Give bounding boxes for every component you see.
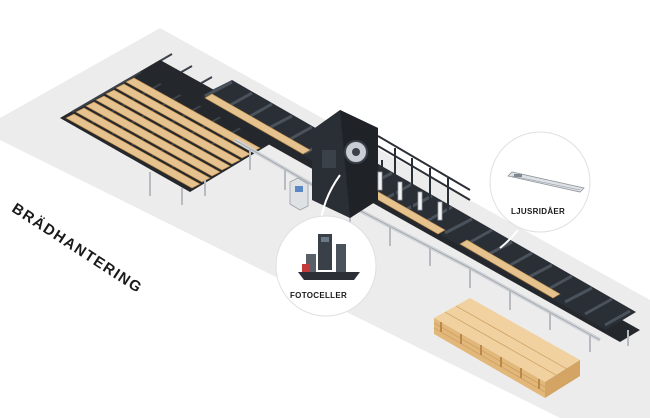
light-curtain-sensors <box>377 171 443 221</box>
light-curtain-gantry <box>377 135 471 228</box>
light-curtain-leader <box>499 229 519 249</box>
control-cabinet <box>289 177 309 211</box>
light-curtain-callout <box>489 131 591 233</box>
light-curtain-label: LJUSRIDÅER <box>511 207 566 216</box>
infeed-table <box>60 53 290 205</box>
timber-stack <box>433 298 580 398</box>
light-curtain-icon <box>507 171 585 193</box>
photocell-label: FOTOCELLER <box>290 291 348 300</box>
boards-on-table <box>65 77 261 189</box>
photocell-icon <box>298 234 360 280</box>
scanner-frame <box>312 110 378 218</box>
photocell-callout <box>275 215 377 317</box>
